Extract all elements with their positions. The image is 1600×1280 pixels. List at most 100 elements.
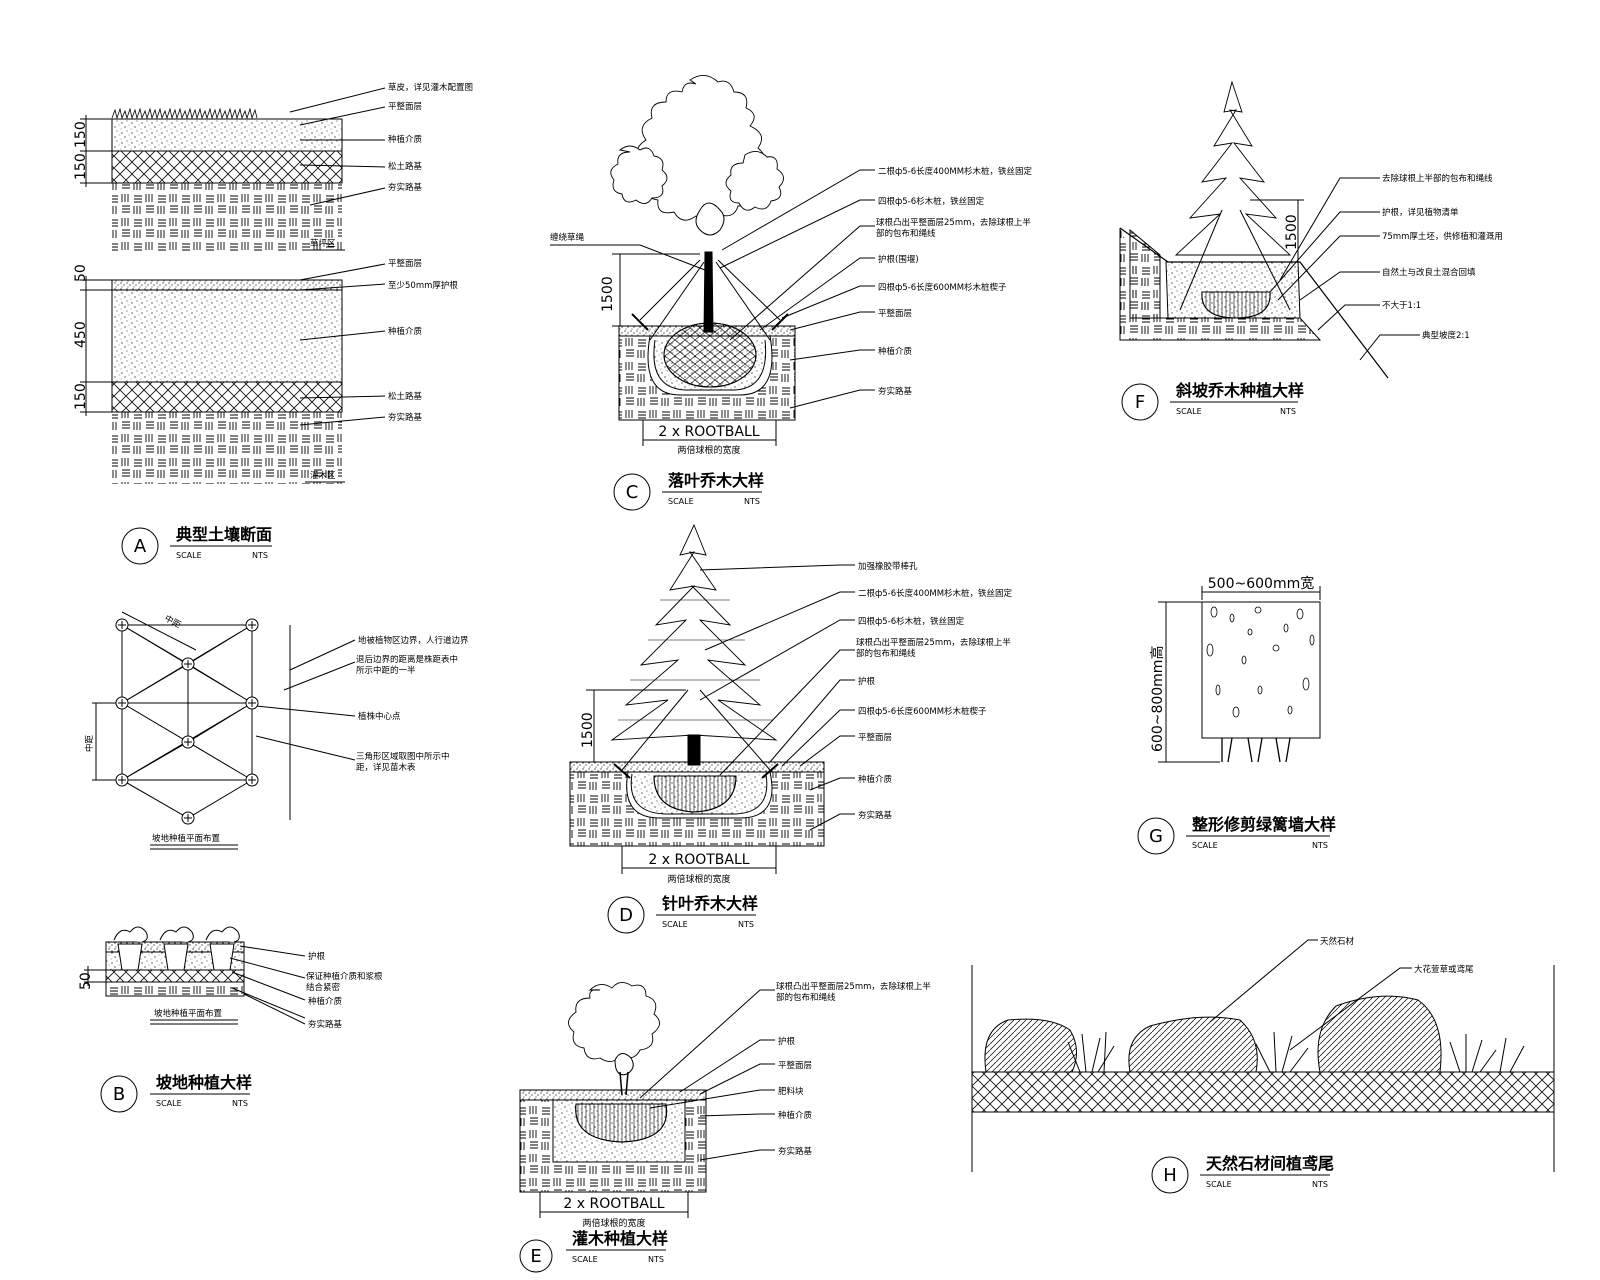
natural-stone-1 bbox=[984, 1018, 1077, 1073]
layout-plant-points bbox=[115, 618, 259, 825]
note-a-lawn-area: 草坪区 bbox=[310, 238, 336, 249]
planting-medium-layer-2 bbox=[111, 289, 343, 383]
bubble-d: D bbox=[619, 905, 633, 926]
dim-c-rootball-width: 两倍球根的宽度 bbox=[677, 444, 740, 456]
conifer-canopy bbox=[610, 523, 778, 741]
panel-h-stones-iris bbox=[971, 939, 1555, 1172]
note-a-8: 种植介质 bbox=[388, 326, 423, 337]
nts-f: NTS bbox=[1280, 407, 1296, 416]
bubble-a: A bbox=[134, 536, 147, 557]
panel-triangular-layout bbox=[92, 611, 356, 850]
note-h-2: 大花萱草或鸢尾 bbox=[1414, 964, 1474, 975]
note-a-7: 至少50mm厚护根 bbox=[388, 280, 458, 291]
note-a-1: 草皮，详见灌木配置图 bbox=[388, 82, 473, 93]
panel-d-conifer-tree bbox=[569, 523, 855, 874]
note-a-10: 夯实路基 bbox=[388, 412, 423, 423]
note-a-shrub-area: 灌木区 bbox=[310, 470, 336, 481]
dim-e-rootball: 2 x ROOTBALL bbox=[563, 1196, 664, 1212]
note-f-1: 去除球根上半部的包布和绳线 bbox=[1382, 173, 1493, 184]
bubble-h: H bbox=[1163, 1165, 1177, 1186]
note-f-5: 不大于1:1 bbox=[1382, 300, 1421, 311]
loose-subgrade-layer bbox=[111, 150, 343, 184]
note-d-1: 加强橡胶带棒孔 bbox=[858, 561, 918, 572]
note-d-7: 平整面层 bbox=[858, 732, 892, 743]
nts-h: NTS bbox=[1312, 1180, 1328, 1189]
note-c-2: 二根ф5-6长度400MM杉木桩，铁丝固定 bbox=[878, 166, 1033, 177]
title-d: 针叶乔木大样 bbox=[662, 894, 758, 913]
panel-f-slope-tree bbox=[1119, 80, 1420, 379]
note-c-7: 平整面层 bbox=[878, 308, 912, 319]
panel-a-title-block: A 典型土壤断面 SCALE NTS bbox=[121, 525, 272, 565]
natural-stone-2 bbox=[1128, 1016, 1258, 1073]
panel-g-hedge bbox=[1158, 586, 1321, 763]
nts-e: NTS bbox=[648, 1255, 664, 1264]
note-a-9: 松土路基 bbox=[388, 391, 423, 402]
note-layout-3: 植株中心点 bbox=[358, 711, 401, 722]
dim-f-height: 1500 bbox=[1284, 214, 1300, 250]
nts-b: NTS bbox=[232, 1099, 248, 1108]
dim-d-rootball: 2 x ROOTBALL bbox=[648, 852, 749, 868]
iris-plants bbox=[1067, 1031, 1525, 1073]
dim-c-height: 1500 bbox=[600, 276, 616, 312]
scale-a: SCALE bbox=[176, 551, 202, 560]
scale-b: SCALE bbox=[156, 1099, 182, 1108]
note-d-5: 护根 bbox=[858, 676, 876, 687]
note-d-3: 四根ф5-6杉木桩，铁丝固定 bbox=[858, 616, 965, 627]
note-d-9: 夯实路基 bbox=[858, 810, 893, 821]
note-c-8: 种植介质 bbox=[878, 346, 913, 357]
shrub-canopy bbox=[568, 982, 660, 1062]
note-d-2: 二根ф5-6长度400MM杉木桩，铁丝固定 bbox=[858, 588, 1013, 599]
dim-d-rootball-width: 两倍球根的宽度 bbox=[667, 873, 730, 885]
title-c: 落叶乔木大样 bbox=[668, 471, 764, 490]
dim-e-rootball-width: 两倍球根的宽度 bbox=[582, 1217, 645, 1229]
note-d-4: 球根凸出平整面层25mm，去除球根上半部的包布和绳线 bbox=[856, 638, 1011, 659]
note-e-2: 护根 bbox=[778, 1036, 796, 1047]
title-g: 整形修剪绿篱墙大样 bbox=[1191, 815, 1336, 834]
note-layout-1: 地被植物区边界，人行道边界 bbox=[358, 635, 469, 646]
scale-c: SCALE bbox=[668, 497, 694, 506]
note-f-2: 护根，详见植物清单 bbox=[1382, 207, 1459, 218]
dim-c-rootball: 2 x ROOTBALL bbox=[658, 424, 759, 440]
note-d-8: 种植介质 bbox=[858, 774, 893, 785]
natural-stone-3 bbox=[1317, 995, 1442, 1073]
dim-layout-spacing-1: 中距 bbox=[163, 613, 184, 631]
compacted-subgrade-layer-2 bbox=[112, 412, 342, 484]
nts-a: NTS bbox=[252, 551, 268, 560]
note-a-5: 夯实路基 bbox=[388, 182, 423, 193]
panel-c-deciduous-tree bbox=[550, 75, 875, 446]
note-a-4: 松土路基 bbox=[388, 161, 423, 172]
note-c-1: 缠绕草绳 bbox=[550, 232, 585, 243]
panel-e-shrub bbox=[519, 982, 775, 1218]
note-e-1: 球根凸出平整面层25mm，去除球根上半部的包布和绳线 bbox=[776, 982, 931, 1003]
loose-subgrade-layer-2 bbox=[111, 381, 343, 413]
note-a-6: 平整面层 bbox=[388, 258, 422, 269]
bubble-b: B bbox=[113, 1084, 125, 1105]
note-c-5: 护根(围堰) bbox=[878, 254, 919, 265]
dim-d-height: 1500 bbox=[580, 712, 596, 748]
tree-trunk bbox=[703, 251, 714, 333]
title-layout: 坡地种植平面布置 bbox=[152, 833, 221, 844]
note-b-1: 护根 bbox=[308, 951, 326, 962]
dim-layout-spacing-2: 中距 bbox=[84, 734, 95, 752]
nts-c: NTS bbox=[744, 497, 760, 506]
note-e-5: 种植介质 bbox=[778, 1110, 813, 1121]
panel-f-labels: 去除球根上半部的包布和绳线 护根，详见植物清单 75mm厚土坯，供修植和灌溉用 … bbox=[1121, 173, 1503, 421]
note-f-6: 典型坡度2:1 bbox=[1422, 330, 1470, 341]
note-c-4: 球根凸出平整面层25mm，去除球根上半部的包布和绳线 bbox=[876, 218, 1031, 239]
compacted-subgrade-layer bbox=[112, 183, 342, 253]
nts-g: NTS bbox=[1312, 841, 1328, 850]
note-e-3: 平整面层 bbox=[778, 1060, 812, 1071]
dim-a-5: 150 bbox=[73, 383, 89, 410]
note-h-1: 天然石材 bbox=[1320, 936, 1355, 947]
bubble-c: C bbox=[626, 482, 639, 503]
note-b-2: 保证种植介质和浆根结合紧密 bbox=[306, 972, 383, 993]
note-f-4: 自然土与改良土混合回填 bbox=[1382, 267, 1476, 278]
title-h: 天然石材间植鸢尾 bbox=[1206, 1154, 1334, 1173]
note-layout-2: 退后边界的距离是株距表中所示中距的一半 bbox=[356, 655, 459, 676]
note-layout-4: 三角形区域取图中所示中距，详见苗木表 bbox=[356, 752, 450, 773]
subtitle-b: 坡地种植平面布置 bbox=[154, 1008, 223, 1019]
dim-a-1: 150 bbox=[73, 121, 89, 148]
dim-a-3: 50 bbox=[73, 264, 89, 282]
panel-g-labels: 500~600mm宽 600~800mm高 G 整形修剪绿篱墙大样 SCALE … bbox=[1137, 575, 1336, 855]
